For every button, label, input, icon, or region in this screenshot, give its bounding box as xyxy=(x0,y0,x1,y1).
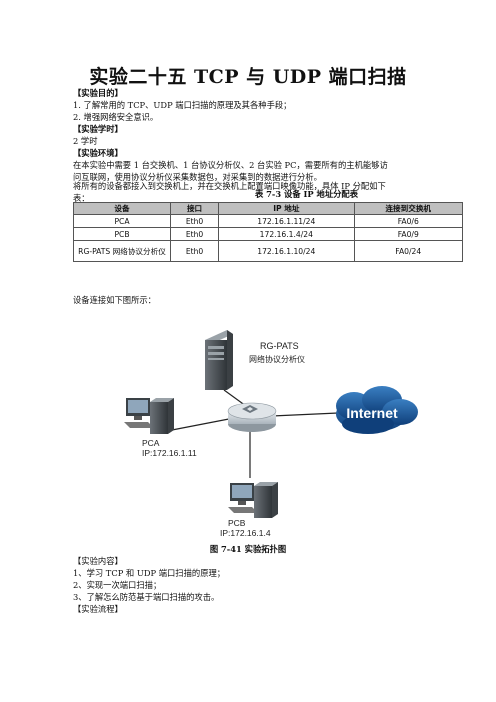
table-cell: PCB xyxy=(73,227,171,241)
analyzer-name: RG-PATS xyxy=(260,341,299,351)
table-row: PCA Eth0 172.16.1.11/24 FA0/6 xyxy=(73,214,464,228)
pca-name: PCA xyxy=(142,438,160,448)
table-header-cell: 连接到交换机 xyxy=(353,202,464,215)
switch-icon xyxy=(227,402,277,432)
pcb-name: PCB xyxy=(228,518,246,528)
internet-label: Internet xyxy=(346,405,398,421)
pca-computer-icon xyxy=(124,398,174,434)
pcb-computer-icon xyxy=(228,482,278,518)
table-cell: Eth0 xyxy=(169,214,220,228)
table-cell: FA0/9 xyxy=(353,227,464,241)
hours-heading: 【实验学时】 xyxy=(73,124,123,134)
env-text-3: 将所有的设备都接入到交换机上，并在交换机上配置端口映像功能，具体 IP 分配如下 xyxy=(73,181,386,191)
table-caption: 表 7-3 设备 IP 地址分配表 xyxy=(254,189,359,199)
table-cell: PCA xyxy=(73,214,171,228)
table-cell: Eth0 xyxy=(169,240,220,262)
purpose-item-1: 1. 了解常用的 TCP、UDP 端口扫描的原理及其各种手段； xyxy=(73,100,292,110)
pca-ip: IP:172.16.1.11 xyxy=(142,448,197,458)
env-heading: 【实验环境】 xyxy=(73,148,123,158)
env-text-4: 表： xyxy=(73,193,90,203)
figure-caption: 图 7-41 实验拓扑图 xyxy=(209,544,287,554)
analyzer-desc: 网络协议分析仪 xyxy=(249,354,305,364)
page-title: 实验二十五 TCP 与 UDP 端口扫描 xyxy=(89,66,407,88)
table-cell: 172.16.1.10/24 xyxy=(218,240,355,262)
table-header-cell: 接口 xyxy=(169,202,220,215)
table-cell: Eth0 xyxy=(169,227,220,241)
link-pca-switch xyxy=(171,417,235,431)
content-item-3: 3、了解怎么防范基于端口扫描的攻击。 xyxy=(73,592,220,602)
table-cell: RG-PATS 网络协议分析仪 xyxy=(73,240,171,262)
flow-heading: 【实验流程】 xyxy=(73,604,123,614)
content-item-1: 1、学习 TCP 和 UDP 端口扫描的原理； xyxy=(73,568,226,578)
purpose-item-2: 2. 增强网络安全意识。 xyxy=(73,112,159,122)
diagram-intro: 设备连接如下图所示： xyxy=(73,295,156,305)
table-cell: FA0/24 xyxy=(353,240,464,262)
topology-diagram: RG-PATS 网络协议分析仪 Internet xyxy=(124,330,418,538)
content-heading: 【实验内容】 xyxy=(73,556,123,566)
hours-value: 2 学时 xyxy=(73,136,98,146)
link-analyzer-switch xyxy=(223,389,247,407)
env-text-2: 问互联网，使用协议分析仪采集数据包，对采集到的数据进行分析。 xyxy=(73,172,322,182)
table-header-row: 设备 接口 IP 地址 连接到交换机 xyxy=(73,202,464,215)
internet-cloud-icon xyxy=(336,386,418,434)
table-row: PCB Eth0 172.16.1.4/24 FA0/9 xyxy=(73,227,464,241)
table-row: RG-PATS 网络协议分析仪 Eth0 172.16.1.10/24 FA0/… xyxy=(73,240,464,262)
table-cell: 172.16.1.4/24 xyxy=(218,227,355,241)
table-cell: FA0/6 xyxy=(353,214,464,228)
table-header-cell: IP 地址 xyxy=(218,202,355,215)
purpose-heading: 【实验目的】 xyxy=(73,88,123,98)
ip-table: 设备 接口 IP 地址 连接到交换机 PCA Eth0 172.16.1.11/… xyxy=(73,202,464,262)
table-header-cell: 设备 xyxy=(73,202,171,215)
pcb-ip: IP:172.16.1.4 xyxy=(220,528,271,538)
content-item-2: 2、实现一次端口扫描； xyxy=(73,580,162,590)
env-text-1: 在本实验中需要 1 台交换机、1 台协议分析仪、2 台实验 PC，需要所有的主机… xyxy=(73,160,388,170)
table-cell: 172.16.1.11/24 xyxy=(218,214,355,228)
analyzer-server-icon xyxy=(205,330,233,390)
link-switch-internet xyxy=(271,412,339,417)
network-links xyxy=(171,389,339,478)
